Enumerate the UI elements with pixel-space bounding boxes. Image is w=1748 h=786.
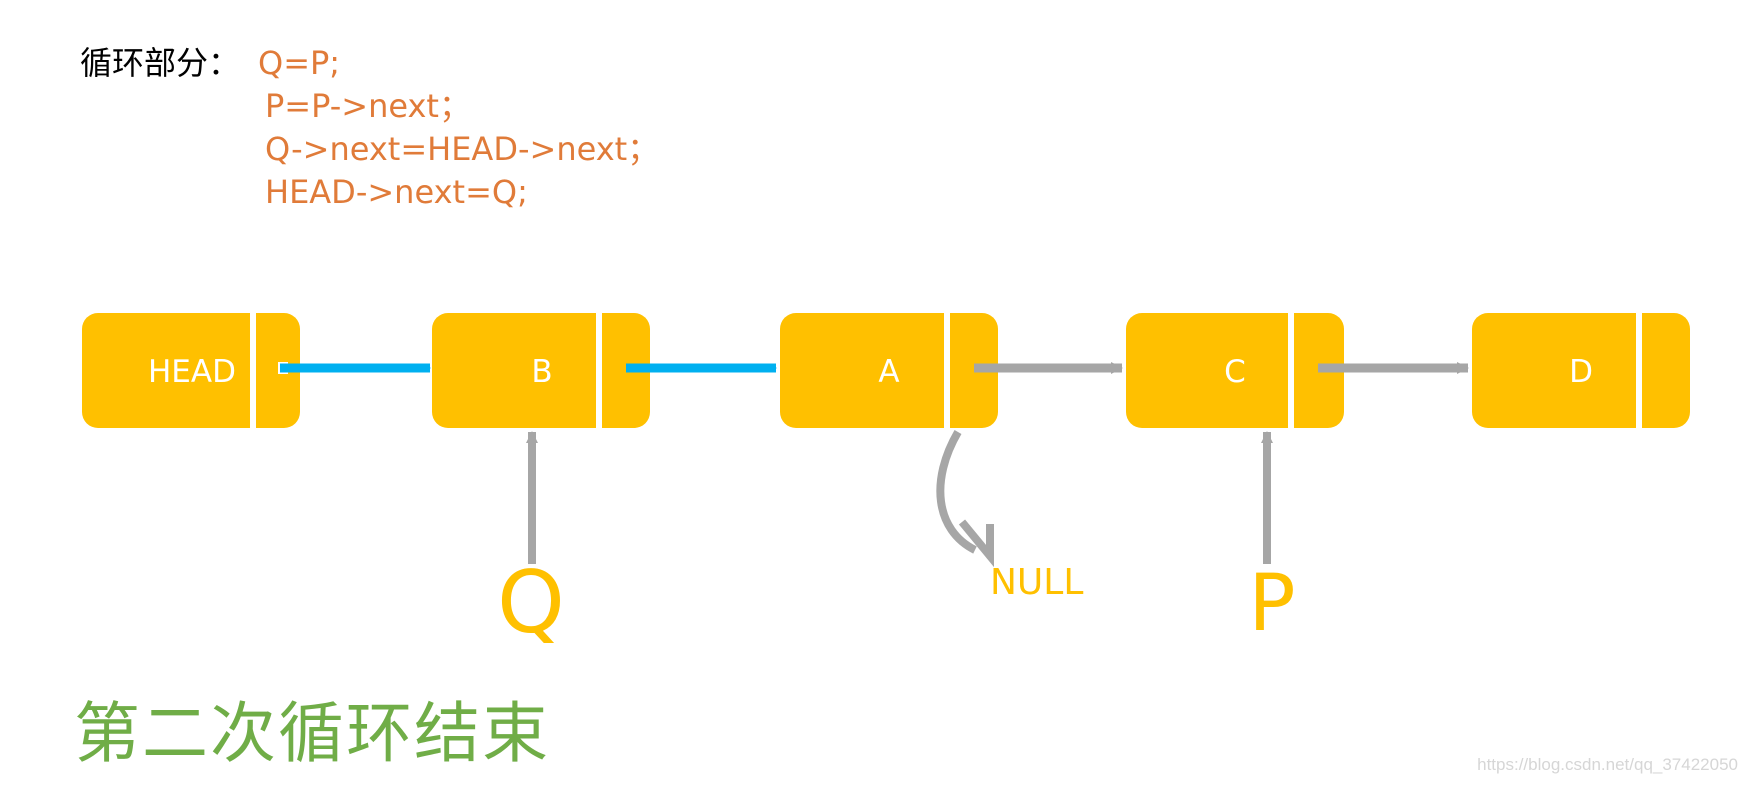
pointer-p-label: P [1248, 559, 1295, 649]
code-line-1: Q=P; [258, 44, 341, 82]
slide-title: 第二次循环结束 [74, 695, 550, 772]
node-label-d: D [1569, 354, 1593, 390]
watermark: https://blog.csdn.net/qq_37422050 [1477, 755, 1738, 774]
null-label: NULL [990, 562, 1083, 603]
node-a: A [780, 313, 998, 428]
pointer-q-label: Q [497, 553, 565, 653]
node-c: C [1126, 313, 1344, 428]
node-d: D [1472, 313, 1690, 428]
code-block: 循环部分： Q=P; P=P->next； Q->next=HEAD->next；… [80, 42, 659, 214]
node-b: B [432, 313, 650, 428]
node-label-head: HEAD [148, 354, 236, 390]
code-line-2: P=P->next； [265, 87, 471, 125]
code-line-4: HEAD->next=Q; [265, 173, 528, 211]
code-line-3: Q->next=HEAD->next； [265, 130, 660, 168]
node-label-c: C [1224, 354, 1246, 390]
node-label-a: A [878, 354, 899, 390]
node-label-b: B [531, 354, 552, 390]
arrow-head-to-b [278, 362, 431, 374]
node-head: HEAD [82, 313, 300, 428]
code-label: 循环部分： [80, 44, 241, 82]
arrow-a-to-null [936, 429, 994, 568]
